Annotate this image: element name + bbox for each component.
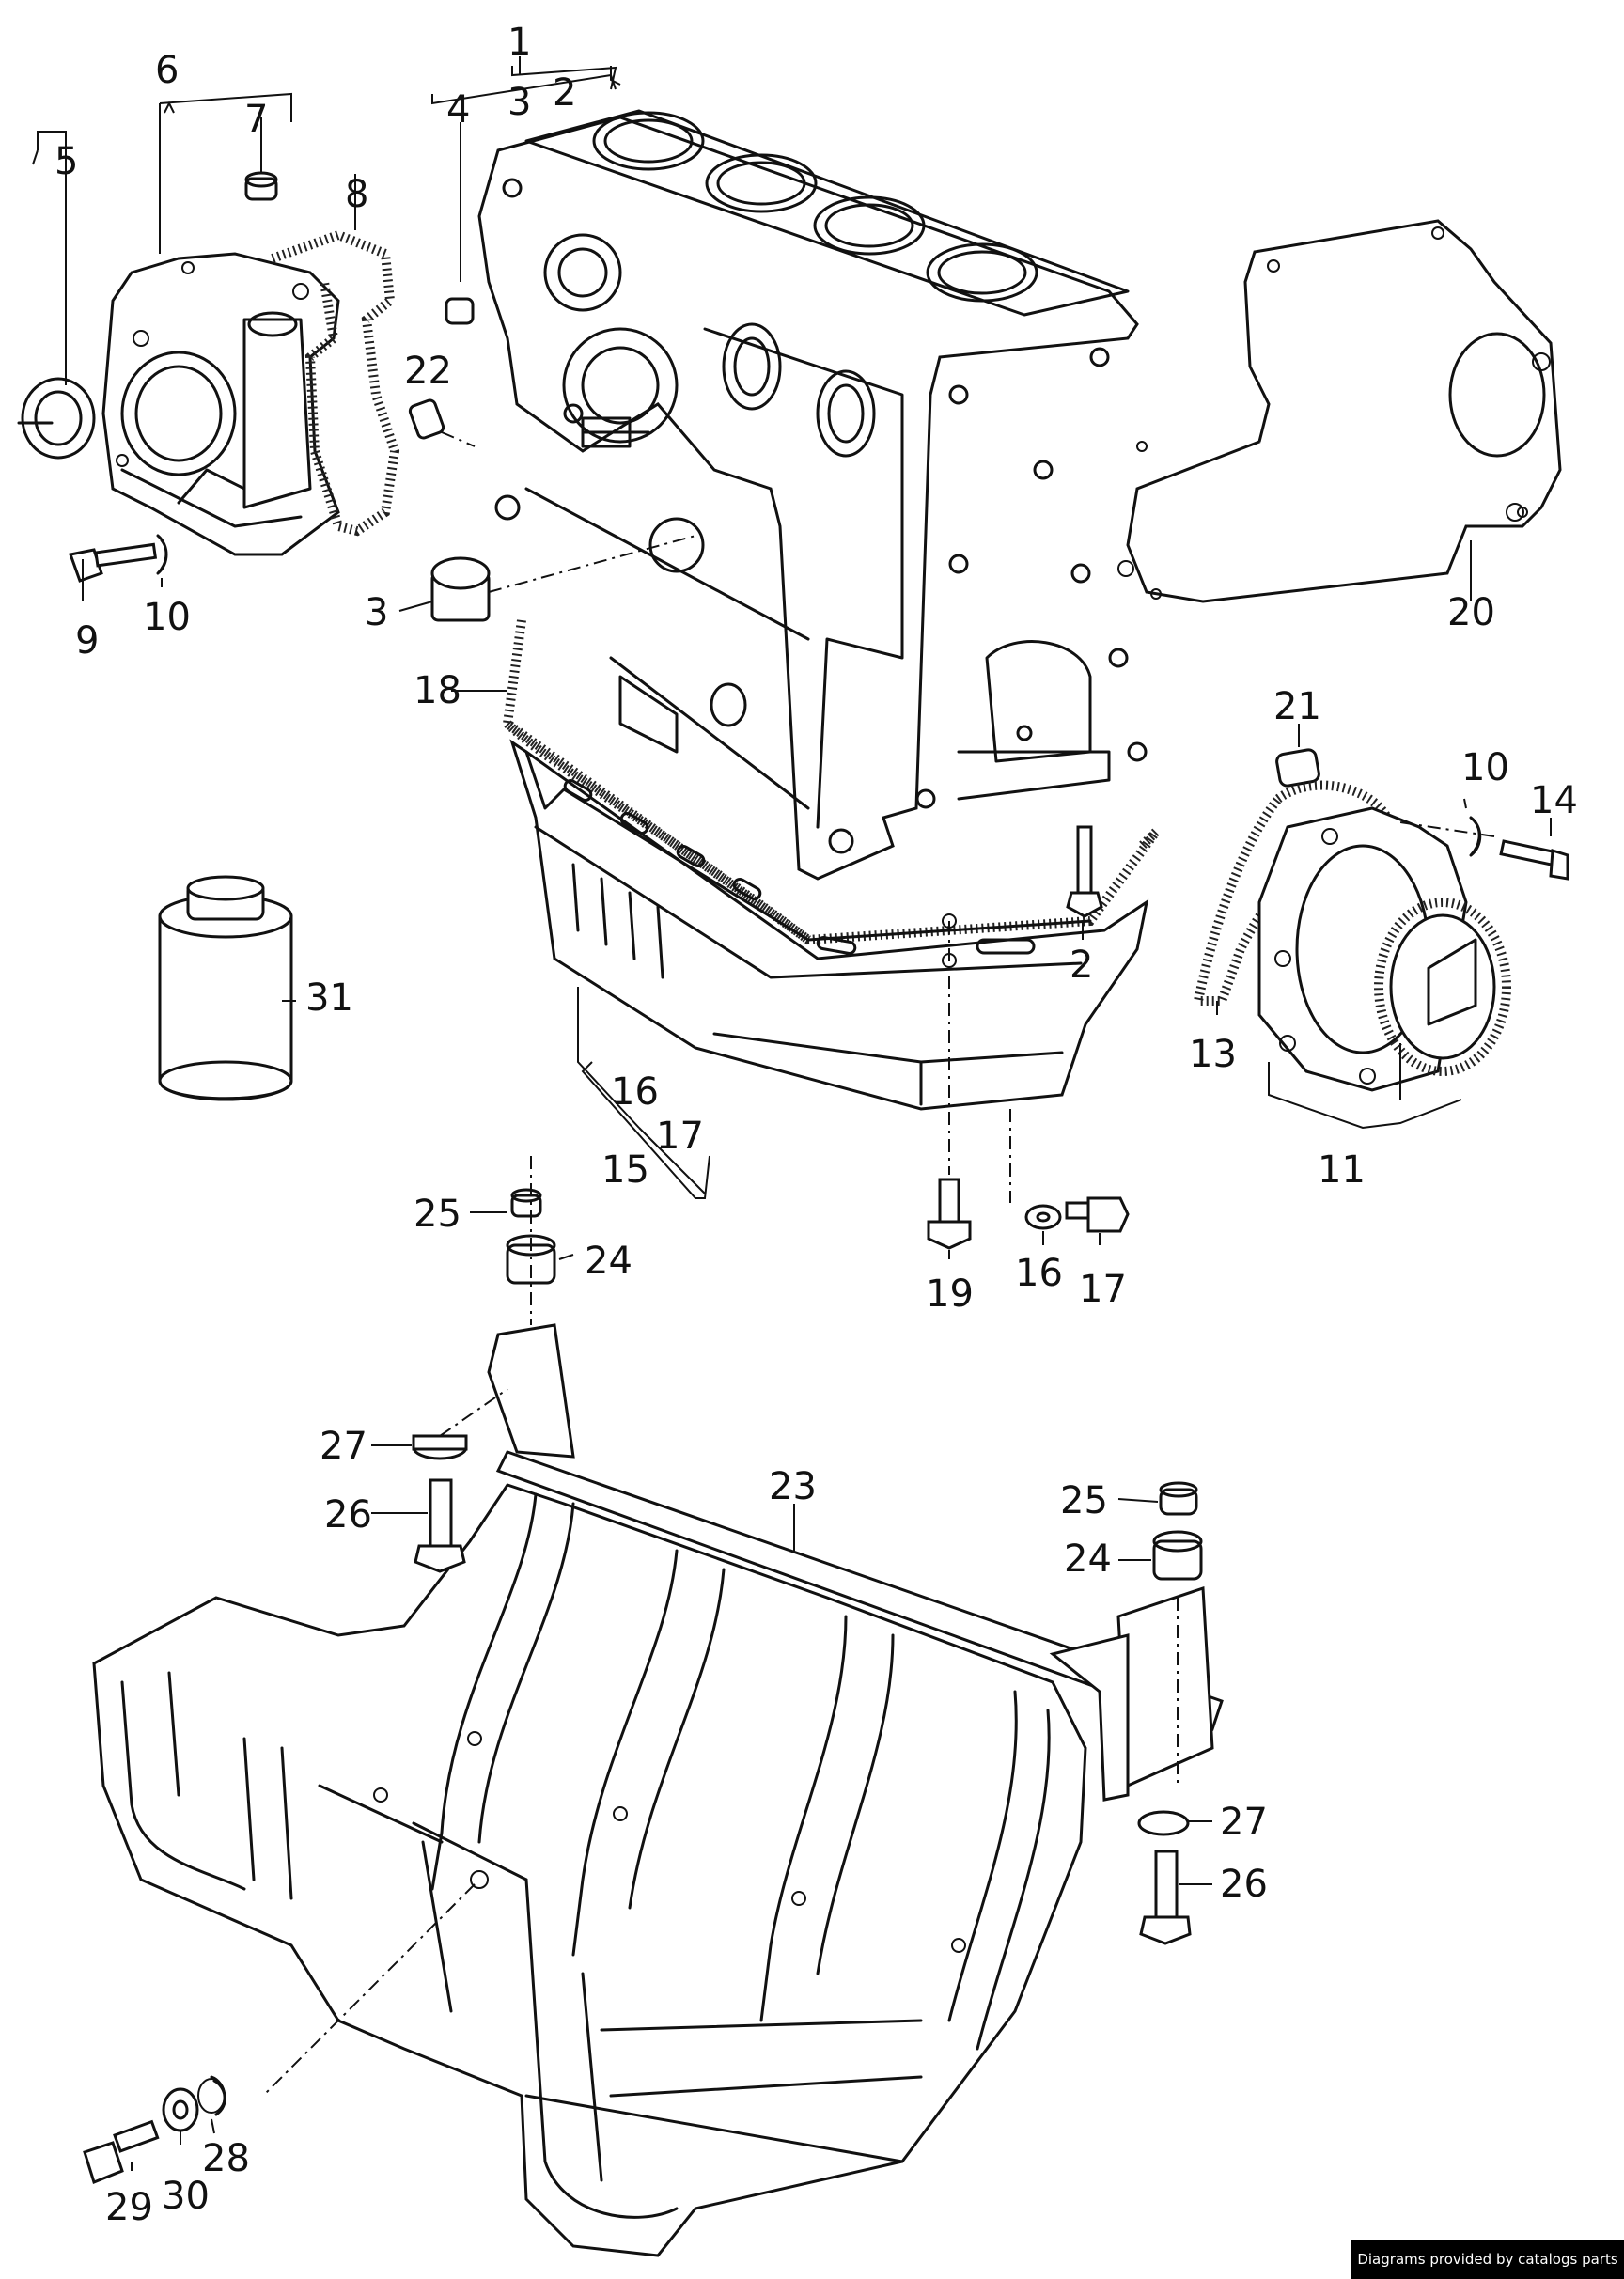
label-2-right: 2: [1070, 944, 1093, 987]
label-17-drain: 17: [1079, 1268, 1127, 1311]
label-30: 30: [162, 2175, 210, 2218]
part-29-bolt: [83, 2119, 160, 2184]
label-24-left: 24: [585, 1240, 632, 1283]
label-26-right: 26: [1220, 1863, 1268, 1906]
label-21: 21: [1273, 685, 1321, 728]
part-17-drain-plug: [1065, 1196, 1130, 1233]
label-8: 8: [345, 173, 368, 216]
part-21-dowel: [1275, 748, 1320, 788]
label-2-top: 2: [553, 71, 576, 115]
label-15: 15: [601, 1148, 649, 1192]
label-9: 9: [75, 619, 99, 663]
label-17-pan: 17: [656, 1115, 704, 1158]
part-19-bolt: [927, 1178, 972, 1250]
part-10-washer-right: [1469, 816, 1482, 857]
part-31-sealant-can: [158, 875, 293, 1101]
part-25-cap-left: [510, 1188, 542, 1218]
label-23: 23: [769, 1465, 817, 1508]
label-11: 11: [1318, 1148, 1366, 1192]
part-14-bolt: [1399, 821, 1569, 881]
part-16-seal-ring: [1024, 1204, 1062, 1230]
part-27-washer-right: [1137, 1810, 1190, 1836]
label-3-left: 3: [365, 591, 388, 634]
label-18: 18: [414, 669, 461, 712]
label-25-right: 25: [1060, 1479, 1108, 1522]
part-27-washer-left: [412, 1388, 508, 1460]
label-10-left: 10: [143, 596, 191, 639]
part-5-oil-seal: [17, 377, 96, 460]
label-16-pan: 16: [611, 1070, 659, 1114]
label-20: 20: [1447, 591, 1495, 634]
part-24-bush-right: [1152, 1530, 1203, 1786]
part-15-oil-pan: [509, 739, 1149, 1203]
part-28-lock-washer: [197, 2075, 226, 2116]
part-26-bolt-right: [1139, 1850, 1192, 1945]
part-3-plug: [430, 535, 696, 622]
label-3-top: 3: [508, 81, 531, 124]
label-4: 4: [446, 88, 470, 132]
part-20-intermediate-plate: [1117, 219, 1562, 603]
part-25-cap-right: [1159, 1481, 1198, 1516]
label-1: 1: [508, 21, 531, 64]
label-31: 31: [305, 976, 353, 1020]
label-13: 13: [1189, 1033, 1237, 1076]
part-2-bolt: [1066, 825, 1103, 918]
engine-block: [477, 109, 1148, 881]
label-16-drain: 16: [1015, 1252, 1063, 1295]
label-7: 7: [244, 98, 268, 141]
part-24-bush-left: [506, 1156, 556, 1325]
label-22: 22: [404, 350, 452, 393]
part-23-subframe: [92, 1323, 1224, 2257]
callout-labels: 1 2 3 4 5 6 7 8 9 10 22 3 18 20 21 10 14…: [55, 21, 1578, 2229]
label-24-right: 24: [1064, 1538, 1112, 1581]
part-9-bolt: [69, 542, 158, 583]
label-14: 14: [1530, 779, 1578, 822]
part-6-front-cover-oil-pump: [102, 252, 340, 556]
part-7-sleeve: [244, 171, 278, 201]
label-6: 6: [155, 49, 179, 92]
leader-lines: [32, 56, 1552, 2171]
credit-banner: Diagrams provided by catalogs parts: [1351, 2240, 1624, 2279]
label-5: 5: [55, 140, 78, 183]
label-27-right: 27: [1220, 1801, 1268, 1844]
label-26-left: 26: [324, 1493, 372, 1537]
label-25-left: 25: [414, 1193, 461, 1236]
part-11-seal-flange: [1257, 806, 1511, 1092]
part-10-washer-left: [156, 534, 168, 575]
part-4-dowel-sleeve: [445, 297, 475, 325]
part-30-washer: [162, 2087, 199, 2132]
label-27-left: 27: [320, 1425, 367, 1468]
label-29: 29: [105, 2186, 153, 2229]
label-10-right: 10: [1461, 746, 1509, 789]
part-22-dowel-pin: [408, 398, 476, 447]
label-19: 19: [926, 1272, 974, 1316]
part-26-bolt-left: [414, 1478, 466, 1573]
label-28: 28: [202, 2137, 250, 2180]
